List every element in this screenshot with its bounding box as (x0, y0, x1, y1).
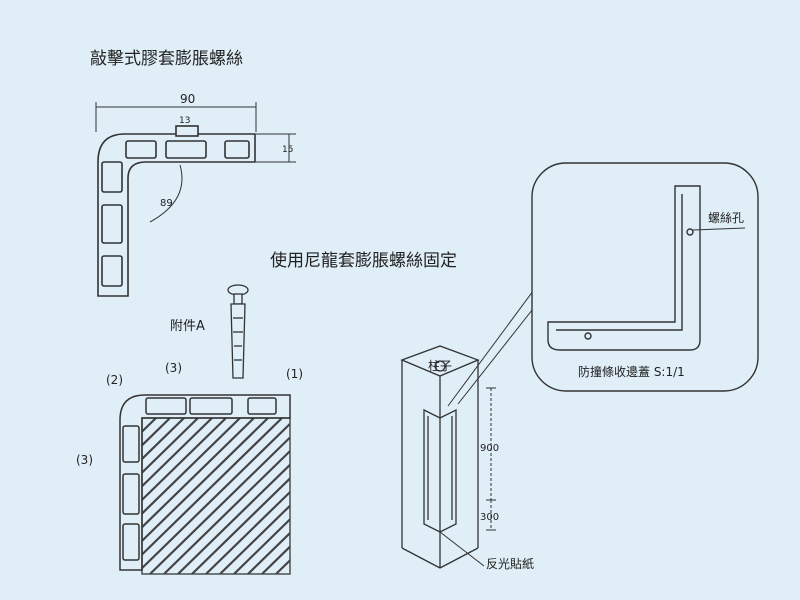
hatch-line (142, 418, 199, 475)
hatch-line (275, 558, 290, 574)
mark-2: (2) (106, 373, 123, 387)
secondary-title: 使用尼龍套膨脹螺絲固定 (270, 250, 457, 271)
edge-cap-profile (547, 185, 701, 351)
expansion-screw (227, 284, 249, 379)
hatch-line (233, 517, 290, 574)
hatch-line (142, 418, 255, 529)
hatch-line (142, 418, 157, 434)
hatch-line (247, 531, 290, 574)
main-title: 敲擊式膠套膨脹螺絲 (90, 49, 243, 69)
hatch-line (142, 418, 269, 543)
detail-caption: 防撞條收邊蓋 S:1/1 (578, 364, 685, 379)
hatch-line (289, 572, 290, 574)
mark-1: (1) (286, 367, 303, 381)
dim-lower-label: 300 (480, 512, 499, 523)
hatch-line (142, 422, 290, 570)
hatch-line (149, 435, 290, 574)
column-dimensions (439, 387, 496, 567)
screw-hole-leader (692, 227, 746, 231)
column-corner-guard (423, 408, 457, 533)
dim-upper-label: 900 (480, 443, 499, 454)
dim-width-label: 90 (180, 92, 195, 106)
dim-thickness-label: 15 (282, 145, 293, 155)
reflector-label: 反光貼紙 (486, 556, 534, 571)
hatch-line (142, 418, 227, 502)
mark-3-top: (3) (165, 361, 182, 375)
hatch-line (261, 545, 290, 574)
installed-corner-guard (119, 394, 291, 571)
profile-dimensions (95, 102, 296, 223)
hatch-line (142, 418, 185, 461)
accessory-label: 附件A (170, 319, 205, 334)
hatch-line (177, 463, 290, 574)
hatch-line (332, 418, 492, 574)
dim-angle-label: 89 (160, 198, 173, 209)
hatch-line (142, 418, 283, 557)
hatch-line (163, 449, 290, 574)
hatch-line (191, 476, 290, 574)
wall-hatch (142, 418, 492, 574)
hatch-line (205, 490, 290, 574)
screw-hole-label: 螺絲孔 (708, 210, 744, 225)
dim-slot-label: 13 (179, 116, 190, 126)
mark-3-side: (3) (76, 453, 93, 467)
hatch-line (219, 504, 290, 574)
detail-bubble (531, 162, 759, 392)
column (400, 345, 480, 569)
corner-guard-profile (97, 125, 256, 297)
hatch-line (142, 418, 213, 488)
hatch-line (318, 418, 478, 574)
hatch-line (142, 418, 241, 516)
column-label: 柱子 (428, 358, 452, 373)
hatch-line (142, 418, 171, 447)
